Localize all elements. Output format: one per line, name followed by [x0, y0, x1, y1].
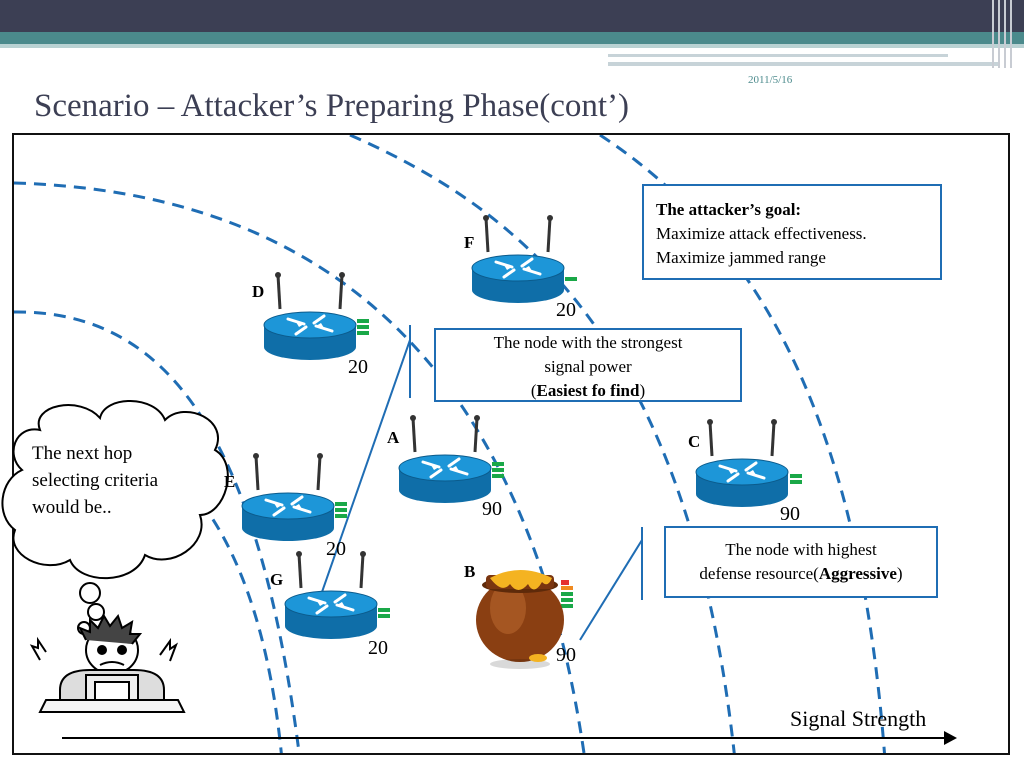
- attacker-icon: [29, 613, 186, 713]
- slide-date: 2011/5/16: [748, 74, 793, 86]
- goal-box: The attacker’s goal: Maximize attack eff…: [642, 184, 942, 280]
- strongest-bold: Easiest fo find: [536, 381, 640, 400]
- node-value-F: 20: [556, 299, 576, 321]
- header-divider: [1010, 0, 1012, 68]
- header-stripe: [608, 54, 948, 57]
- header-bar-dark: [0, 0, 1024, 32]
- router-F-icon: [470, 213, 566, 305]
- node-label-D: D: [252, 282, 265, 301]
- diagram-frame: [12, 133, 1010, 755]
- node-value-B: 90: [556, 644, 576, 666]
- node-label-E: E: [224, 472, 236, 491]
- router-D-icon: [262, 270, 358, 362]
- strongest-line-2: signal power: [544, 357, 632, 376]
- router-C-icon: [694, 417, 790, 509]
- node-label-F: F: [464, 233, 475, 252]
- header-divider: [998, 0, 1000, 68]
- header-divider: [992, 0, 994, 68]
- defense-close: ): [896, 564, 903, 583]
- signal-arc-1: [14, 181, 586, 753]
- axis-label: Signal Strength: [790, 706, 927, 731]
- goal-heading: The attacker’s goal:: [656, 200, 802, 219]
- strongest-open: (: [530, 381, 537, 400]
- node-label-C: C: [688, 432, 701, 451]
- node-label-G: G: [270, 570, 284, 589]
- header-stripe: [608, 62, 998, 66]
- goal-line-1: Maximize attack effectiveness.: [656, 224, 867, 243]
- router-A-icon: [397, 413, 493, 505]
- strongest-line-1: The node with the strongest: [493, 333, 683, 352]
- node-value-C: 90: [780, 503, 800, 525]
- node-label-A: A: [387, 428, 400, 447]
- defense-line-2: defense resource(: [699, 564, 819, 583]
- defense-resource-box: The node with highest defense resource(A…: [664, 526, 938, 598]
- defense-bold: Aggressive: [818, 564, 897, 583]
- honey-pot-icon: [476, 570, 564, 669]
- thought-cloud: [1, 400, 229, 580]
- thought-text: The next hop selecting criteria would be…: [32, 443, 159, 518]
- slide-title: Scenario – Attacker’s Preparing Phase(co…: [34, 88, 630, 124]
- goal-line-2: Maximize jammed range: [656, 248, 826, 267]
- defense-line-1: The node with highest: [725, 540, 877, 559]
- strongest-close: ): [639, 381, 646, 400]
- node-value-D: 20: [348, 356, 368, 378]
- router-E-icon: [240, 451, 336, 543]
- node-label-B: B: [464, 562, 476, 581]
- strongest-signal-box: The node with the strongest signal power…: [434, 328, 742, 402]
- header-bar-light: [0, 44, 1024, 48]
- node-value-G: 20: [368, 637, 388, 659]
- node-value-E: 20: [326, 538, 346, 560]
- axis-arrowhead: [944, 731, 957, 745]
- header-divider: [1004, 0, 1006, 68]
- header-bar-teal: [0, 32, 1024, 44]
- node-value-A: 90: [482, 498, 502, 520]
